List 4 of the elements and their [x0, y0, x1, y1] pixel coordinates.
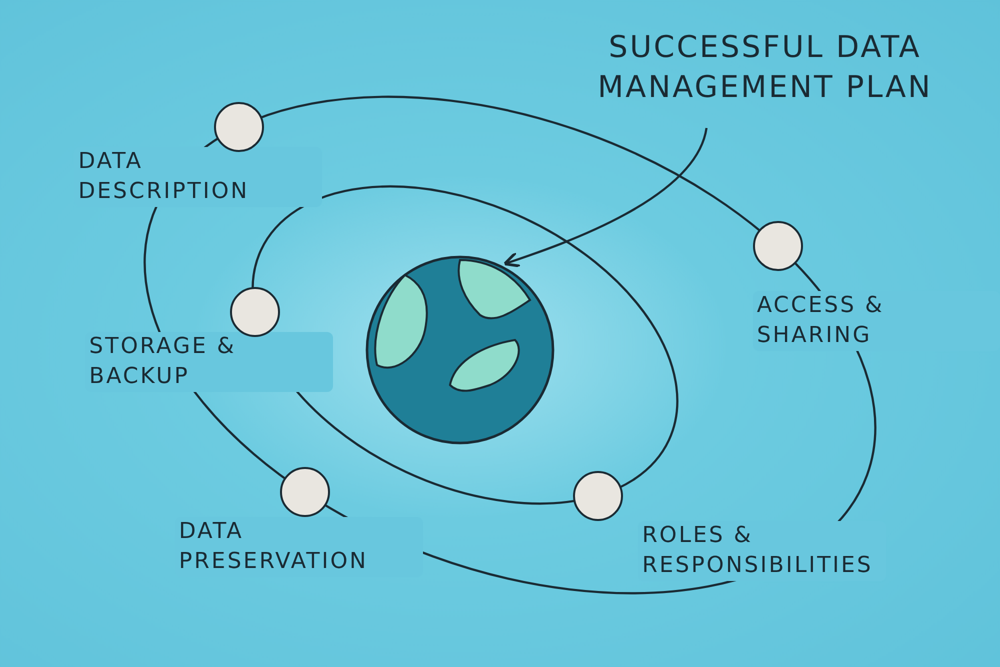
arrow	[503, 128, 708, 268]
heading-text: SUCCESSFUL DATA MANAGEMENT PLAN	[596, 29, 934, 107]
orbit-label: ACCESS & SHARING	[752, 291, 1000, 352]
orbit-label: ROLES & RESPONSIBILITIES	[638, 520, 886, 581]
